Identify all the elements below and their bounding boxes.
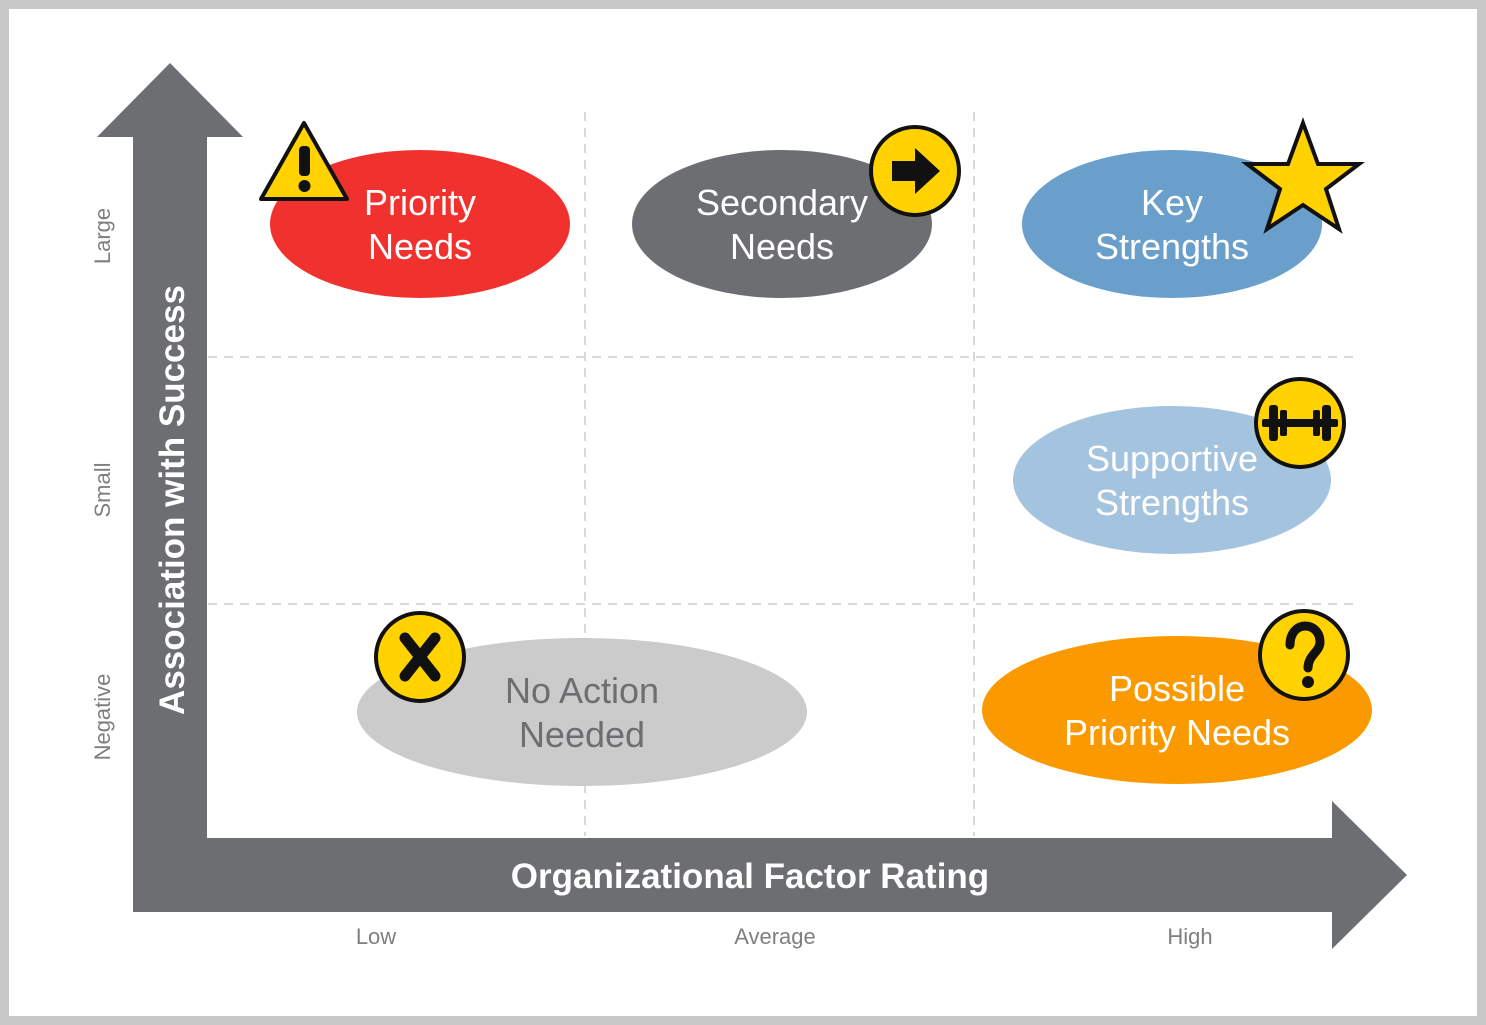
x-axis-title: Organizational Factor Rating	[511, 857, 989, 896]
x-axis-arrow	[133, 801, 1407, 949]
priority-needs-ellipse	[270, 150, 570, 298]
quadrant-priority-needs: Priority Needs	[259, 121, 570, 298]
x-tick-high: High	[1167, 924, 1212, 949]
arrow-right-icon	[869, 125, 961, 217]
grid-lines	[208, 112, 1358, 836]
x-icon	[374, 611, 466, 703]
priority-needs-label-1: Priority	[364, 182, 476, 223]
quadrant-no-action-needed: No Action Needed	[357, 611, 807, 786]
possible-priority-needs-label-2: Priority Needs	[1064, 712, 1290, 753]
secondary-needs-ellipse	[632, 150, 932, 298]
dumbbell-icon	[1254, 377, 1346, 469]
no-action-needed-ellipse	[357, 638, 807, 786]
x-tick-low: Low	[356, 924, 396, 949]
no-action-needed-label-1: No Action	[505, 670, 659, 711]
star-icon	[1241, 117, 1365, 234]
secondary-needs-label-1: Secondary	[696, 182, 868, 223]
quadrant-possible-priority-needs: Possible Priority Needs	[982, 609, 1372, 784]
key-strengths-label-1: Key	[1141, 182, 1203, 223]
quadrant-key-strengths: Key Strengths	[1022, 117, 1365, 298]
warning-icon	[259, 121, 349, 201]
quadrant-supportive-strengths: Supportive Strengths	[1013, 377, 1346, 554]
question-icon	[1258, 609, 1350, 701]
y-axis-arrow	[97, 63, 243, 912]
priority-needs-label-2: Needs	[368, 226, 472, 267]
x-tick-average: Average	[734, 924, 816, 949]
secondary-needs-label-2: Needs	[730, 226, 834, 267]
quadrant-secondary-needs: Secondary Needs	[632, 125, 961, 298]
possible-priority-needs-label-1: Possible	[1109, 668, 1245, 709]
y-tick-small: Small	[90, 462, 115, 517]
y-tick-negative: Negative	[90, 674, 115, 761]
no-action-needed-label-2: Needed	[519, 714, 645, 755]
key-strengths-label-2: Strengths	[1095, 226, 1249, 267]
supportive-strengths-label-2: Strengths	[1095, 482, 1249, 523]
key-strengths-ellipse	[1022, 150, 1322, 298]
y-axis-title: Association with Success	[153, 285, 192, 715]
supportive-strengths-label-1: Supportive	[1086, 438, 1258, 479]
y-tick-large: Large	[90, 208, 115, 264]
supportive-strengths-ellipse	[1013, 406, 1331, 554]
